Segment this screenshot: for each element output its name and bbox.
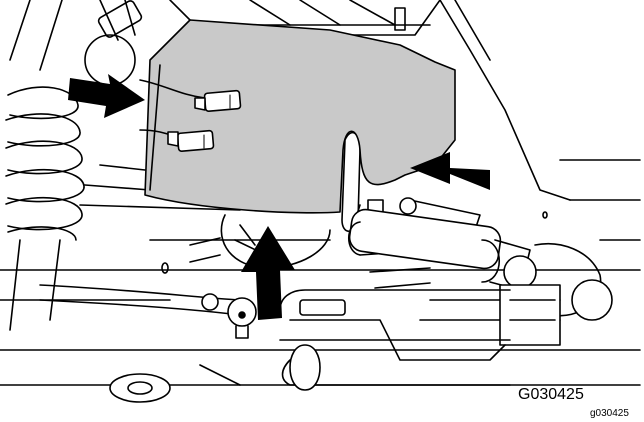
- actuator-tube: [347, 208, 613, 346]
- upper-left-knob: [84, 0, 143, 86]
- shield-cover: [144, 19, 456, 214]
- wire-connectors: [139, 79, 242, 152]
- shield-edge: [149, 64, 161, 191]
- figure-code: G030425: [518, 386, 584, 403]
- figure-code-small: g030425: [590, 408, 629, 419]
- arrow-left-icon: [410, 152, 490, 190]
- arrow-right-icon: [68, 74, 145, 118]
- lever-rod: [39, 284, 257, 339]
- bottom-cylinder: [0, 344, 641, 403]
- left-spring: [5, 0, 85, 331]
- arrow-up-icon: [241, 226, 295, 320]
